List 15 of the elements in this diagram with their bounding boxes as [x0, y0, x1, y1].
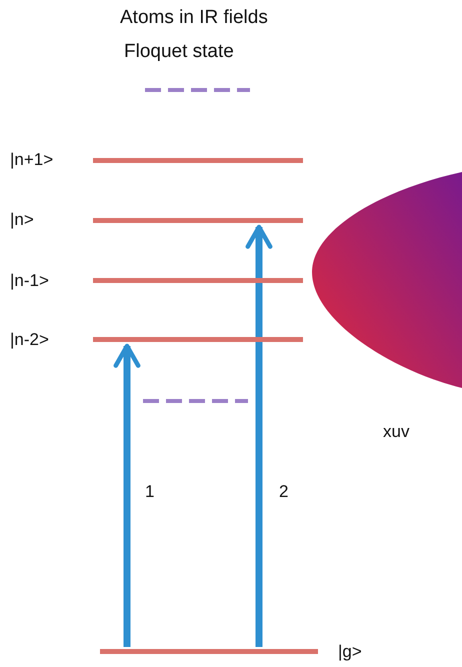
- arrow: [114, 344, 140, 647]
- legend-label: Floquet state: [124, 42, 234, 62]
- pulse-label: xuv: [383, 422, 410, 442]
- title: Atoms in IR fields: [120, 8, 268, 28]
- energy-level-bar: [93, 158, 303, 163]
- level-label: |n>: [10, 210, 34, 230]
- energy-level-bar: [93, 218, 303, 223]
- energy-level-bar: [93, 278, 303, 283]
- level-label: |n-2>: [10, 330, 49, 350]
- energy-level-bar: [100, 649, 318, 654]
- energy-level-bar: [93, 337, 303, 342]
- level-label: |g>: [338, 642, 362, 662]
- arrow: [246, 224, 272, 647]
- level-label: |n+1>: [10, 150, 54, 170]
- level-label: |n-1>: [10, 271, 49, 291]
